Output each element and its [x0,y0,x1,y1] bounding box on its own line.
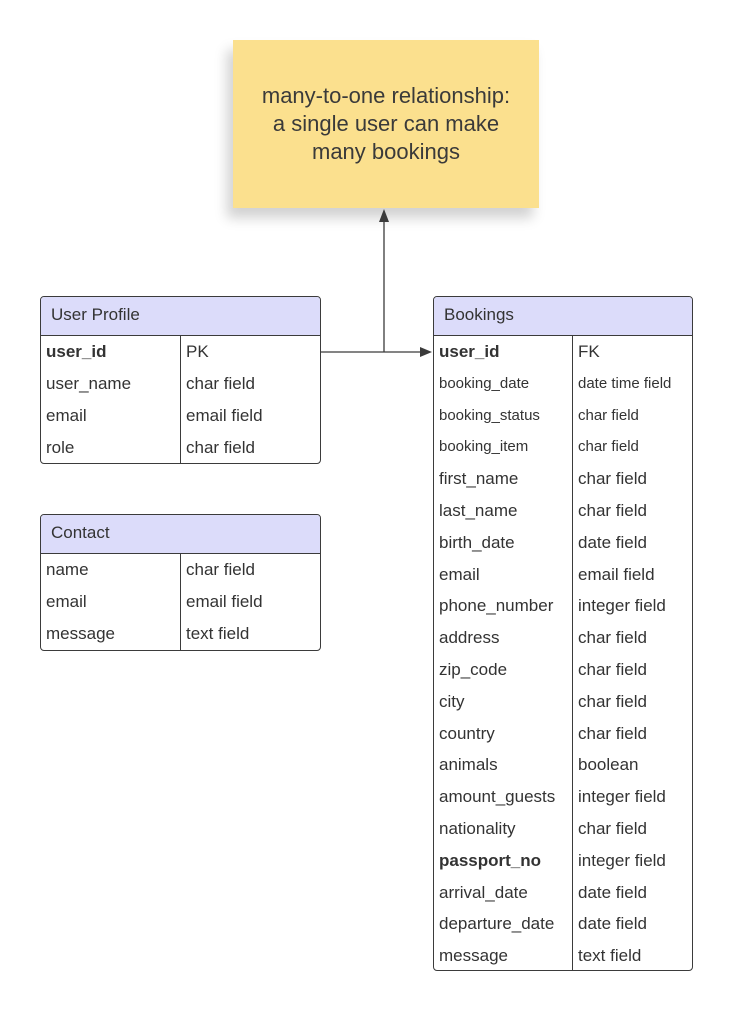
field-type: email field [186,592,263,611]
field-type: char field [578,469,647,489]
field-type: char field [186,374,255,393]
arrow-head-bookings [420,347,432,357]
table-row: first_name char field [434,463,692,495]
table-rows: name char field email email field message tex… [41,554,320,650]
arrow-head-note [379,209,389,222]
table-title: Contact [41,515,320,554]
table-row: zip_code char field [434,654,692,686]
table-row: animals boolean [434,749,692,781]
field-type: char field [578,659,647,679]
table-row: name char field [41,554,320,586]
field-type: char field [578,438,639,456]
bookings-table: Bookings user_id FK booking_date date time … [433,296,693,971]
field-type: date field [578,914,647,934]
table-row: message text field [434,940,692,970]
field-name: last_name [439,500,518,520]
field-type: char field [186,560,255,579]
table-row: address char field [434,622,692,654]
field-name: name [46,560,89,579]
table-row: email email field [41,586,320,618]
column-divider [572,336,573,970]
field-type: char field [578,723,647,743]
field-name: booking_item [439,438,529,456]
field-type: text field [186,624,250,643]
table-row: passport_no integer field [434,845,692,877]
table-title: Bookings [434,297,692,336]
field-name: booking_status [439,406,540,424]
field-type: PK [186,342,209,361]
sticky-note: many-to-one relationship: a single user … [233,40,539,208]
field-name: user_id [46,342,107,361]
table-row: nationality char field [434,813,692,845]
table-row: birth_date date field [434,527,692,559]
table-title: User Profile [41,297,320,336]
field-name: role [46,438,75,457]
table-row: message text field [41,618,320,650]
field-name: phone_number [439,596,554,616]
field-name: city [439,691,465,711]
field-name: nationality [439,818,516,838]
field-name: departure_date [439,914,555,934]
field-name: zip_code [439,659,508,679]
field-type: email field [578,564,655,584]
field-name: first_name [439,469,519,489]
field-type: integer field [578,596,666,616]
field-name: amount_guests [439,787,556,807]
field-name: message [46,624,115,643]
field-name: address [439,628,500,648]
field-name: animals [439,755,498,775]
field-name: message [439,946,508,966]
column-divider [180,336,181,463]
table-row: booking_date date time field [434,368,692,400]
field-type: char field [578,818,647,838]
field-name: email [46,592,87,611]
field-type: date field [578,532,647,552]
field-name: booking_date [439,374,530,392]
field-name: birth_date [439,532,515,552]
field-type: text field [578,946,642,966]
table-row: booking_status char field [434,400,692,432]
table-row: email email field [41,400,320,432]
field-name: arrival_date [439,882,528,902]
field-type: char field [578,500,647,520]
field-name: user_name [46,374,132,393]
table-row: user_name char field [41,368,320,400]
field-type: char field [186,438,255,457]
table-row: user_id PK [41,336,320,368]
table-row: phone_number integer field [434,590,692,622]
field-type: FK [578,342,600,361]
table-row: country char field [434,718,692,750]
field-name: user_id [439,342,500,361]
field-type: integer field [578,850,666,870]
field-name: email [439,564,480,584]
contact-table: Contact name char field email email field me… [40,514,321,651]
field-type: boolean [578,755,639,775]
field-name: country [439,723,495,743]
table-row: last_name char field [434,495,692,527]
table-row: departure_date date field [434,908,692,940]
field-name: passport_no [439,850,542,870]
field-type: char field [578,691,647,711]
table-row: booking_item char field [434,431,692,463]
table-row: role char field [41,432,320,463]
field-type: integer field [578,787,666,807]
note-text: many-to-one relationship: a single user … [261,83,511,164]
field-type: char field [578,628,647,648]
table-row: amount_guests integer field [434,781,692,813]
field-type: date field [578,882,647,902]
field-name: email [46,406,87,425]
table-row: arrival_date date field [434,877,692,909]
field-type: date time field [578,374,672,392]
table-row: user_id FK [434,336,692,368]
field-type: email field [186,406,263,425]
column-divider [180,554,181,650]
table-row: city char field [434,686,692,718]
field-type: char field [578,406,639,424]
table-row: email email field [434,559,692,591]
